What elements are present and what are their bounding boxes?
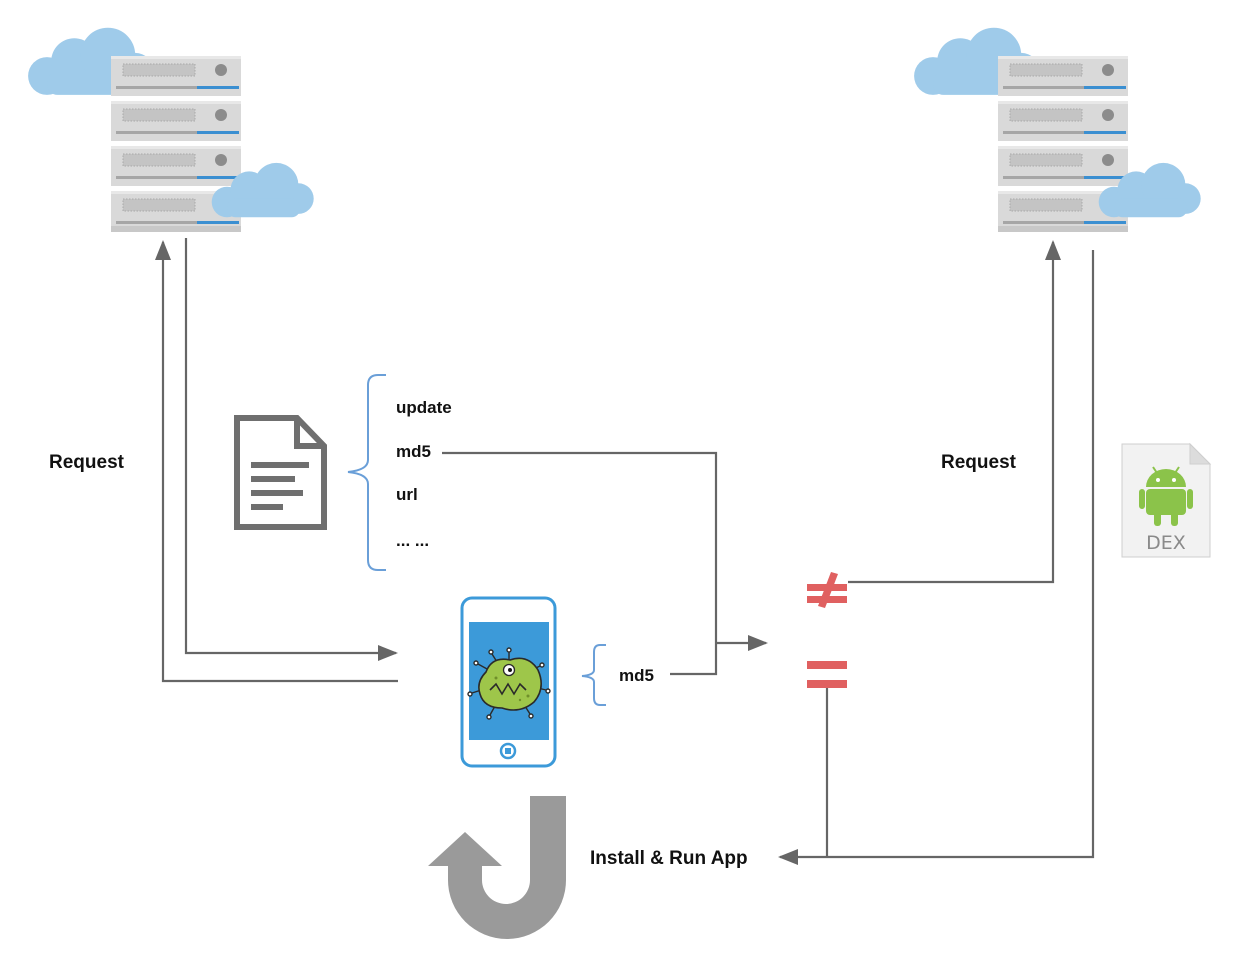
virus-icon <box>467 647 551 720</box>
request-label-right: Request <box>941 452 1017 473</box>
dex-file-icon: DEX <box>1121 442 1212 558</box>
remote-md5-line <box>442 451 718 643</box>
config-field-md5: md5 <box>396 442 431 461</box>
phone-icon <box>460 596 557 768</box>
dex-download-arrow <box>778 250 1095 865</box>
local-md5-label: md5 <box>619 666 654 685</box>
loop-arrow-icon <box>428 796 566 939</box>
request-label-left: Request <box>49 452 125 473</box>
right-server-icon <box>914 27 1201 232</box>
equal-symbol <box>807 661 847 688</box>
dex-label: DEX <box>1146 532 1186 554</box>
document-icon <box>234 415 327 530</box>
request-arrow-right <box>848 240 1061 584</box>
left-server-icon <box>28 27 314 232</box>
config-field-url: url <box>396 485 418 504</box>
local-md5-bracket <box>581 644 606 706</box>
config-field-more: ... ... <box>396 531 429 550</box>
not-equal-symbol <box>807 572 847 608</box>
config-bracket <box>347 374 386 571</box>
config-field-update: update <box>396 398 452 417</box>
response-arrow-left <box>184 238 398 661</box>
android-icon <box>1139 466 1193 526</box>
local-md5-line <box>670 643 718 676</box>
install-run-label: Install & Run App <box>590 848 748 869</box>
request-arrow-left <box>155 240 398 683</box>
